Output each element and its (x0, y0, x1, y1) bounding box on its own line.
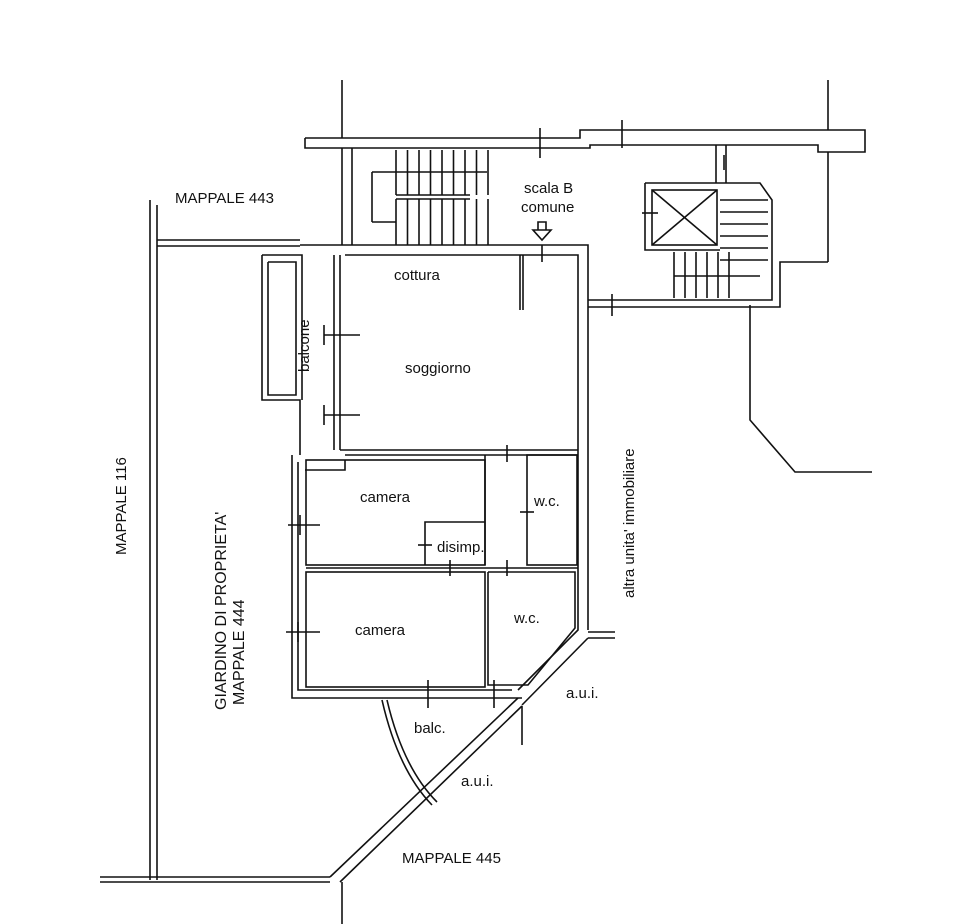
room-disimp: disimp. (437, 539, 485, 556)
balcony-arc (381, 699, 433, 806)
room-wc-2: w.c. (513, 610, 540, 627)
room-balcone: balcone (296, 319, 313, 372)
room-wc-1: w.c. (533, 493, 560, 510)
boundary-lines (100, 80, 872, 924)
label-aui-right: a.u.i. (566, 685, 599, 702)
apartment-walls (261, 244, 589, 699)
opening-ticks (286, 120, 725, 708)
label-altra-unita: altra unita' immobiliare (621, 448, 638, 598)
room-camera-2: camera (355, 622, 406, 639)
label-mappale-116: MAPPALE 116 (113, 457, 130, 555)
room-camera-1: camera (360, 489, 411, 506)
entrance-arrow-icon (531, 221, 553, 242)
staircase-walls (304, 129, 866, 308)
room-balc: balc. (414, 720, 446, 737)
stairs (371, 150, 768, 298)
label-aui-bottom: a.u.i. (461, 773, 494, 790)
label-scala-b: scala B (524, 180, 573, 197)
room-cottura: cottura (394, 267, 441, 284)
label-mappale-445: MAPPALE 445 (402, 850, 501, 867)
label-giardino: GIARDINO DI PROPRIETA' (213, 512, 230, 710)
label-mappale-444: MAPPALE 444 (231, 599, 248, 705)
label-mappale-443: MAPPALE 443 (175, 190, 274, 207)
label-comune: comune (521, 199, 574, 216)
room-soggiorno: soggiorno (405, 360, 471, 377)
